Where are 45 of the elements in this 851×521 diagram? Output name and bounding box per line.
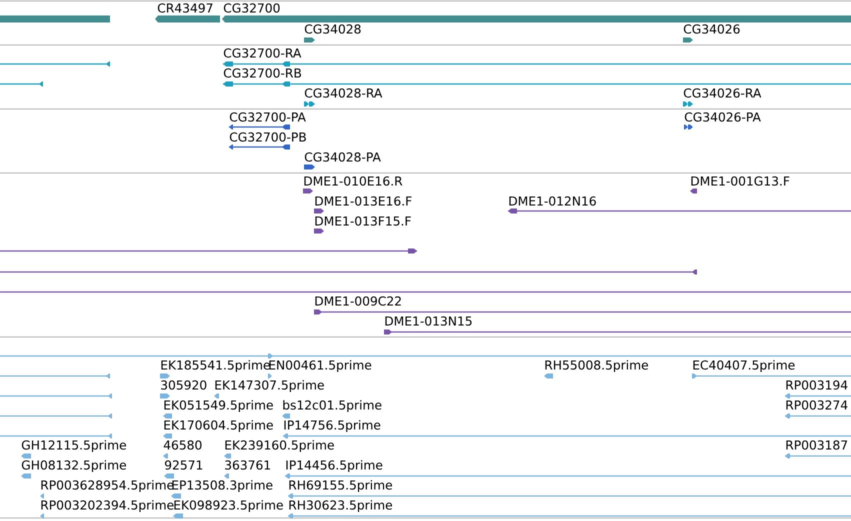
feature-label: 46580	[164, 440, 202, 450]
feature-label: RP003194	[786, 380, 848, 390]
feature-label: IP14456.5prime	[286, 460, 382, 472]
feature-label: CG32700-PA	[230, 112, 306, 122]
feature-label: EK239160.5prime	[225, 440, 334, 452]
feature-label: CG32700-PB	[230, 132, 306, 142]
feature-label: RH55008.5prime	[545, 360, 648, 372]
feature-label: CG34028	[304, 24, 361, 34]
feature-label: DME1-010E16.R	[304, 176, 402, 186]
feature-label: EK051549.5prime	[164, 400, 273, 412]
feature-label: EK170604.5prime	[164, 420, 273, 432]
feature-label: CG34028-RA	[304, 88, 382, 98]
feature-label: RP003274	[786, 400, 848, 410]
feature-label: DME1-013E16.F	[315, 196, 412, 206]
feature-label: CG32700-RA	[224, 48, 302, 58]
feature-label: RH30623.5prime	[289, 500, 392, 512]
feature-label: CG32700-RB	[224, 68, 301, 78]
feature-label: bs12c01.5prime	[283, 400, 382, 412]
feature-label: 363761	[225, 460, 270, 470]
feature-label: DME1-009C22	[315, 296, 401, 306]
feature-label: EK098923.5prime	[174, 500, 283, 512]
feature-label: EK147307.5prime	[215, 380, 324, 392]
feature-label: 92571	[165, 460, 202, 470]
feature-label: EK185541.5prime	[161, 360, 270, 372]
feature-label: RP003628954.5prime	[41, 480, 174, 492]
feature-label: CG34028-PA	[304, 152, 381, 162]
feature-label: GH12115.5prime	[22, 440, 126, 452]
feature-label: CR43497	[158, 3, 212, 13]
feature-label: CG32700	[224, 3, 280, 13]
feature-label: EP13508.3prime	[172, 480, 272, 492]
feature-label: DME1-013F15.F	[315, 216, 411, 226]
feature-label: EC40407.5prime	[693, 360, 795, 372]
feature-label: GH08132.5prime	[22, 460, 126, 472]
feature-label: RP003187	[786, 440, 848, 450]
feature-label: EN00461.5prime	[269, 360, 372, 372]
feature-label: CG34026	[684, 24, 740, 34]
feature-label: CG34026-RA	[684, 88, 762, 98]
feature-label: RP003202394.5prime	[41, 500, 174, 512]
feature-label: IP14756.5prime	[284, 420, 380, 432]
feature-label: DME1-012N16	[509, 196, 596, 206]
feature-label: RH69155.5prime	[289, 480, 392, 492]
feature-label: CG34026-PA	[684, 112, 761, 122]
feature-label: 305920	[161, 380, 206, 390]
feature-label: DME1-001G13.F	[691, 176, 790, 186]
feature-label: DME1-013N15	[385, 316, 472, 326]
